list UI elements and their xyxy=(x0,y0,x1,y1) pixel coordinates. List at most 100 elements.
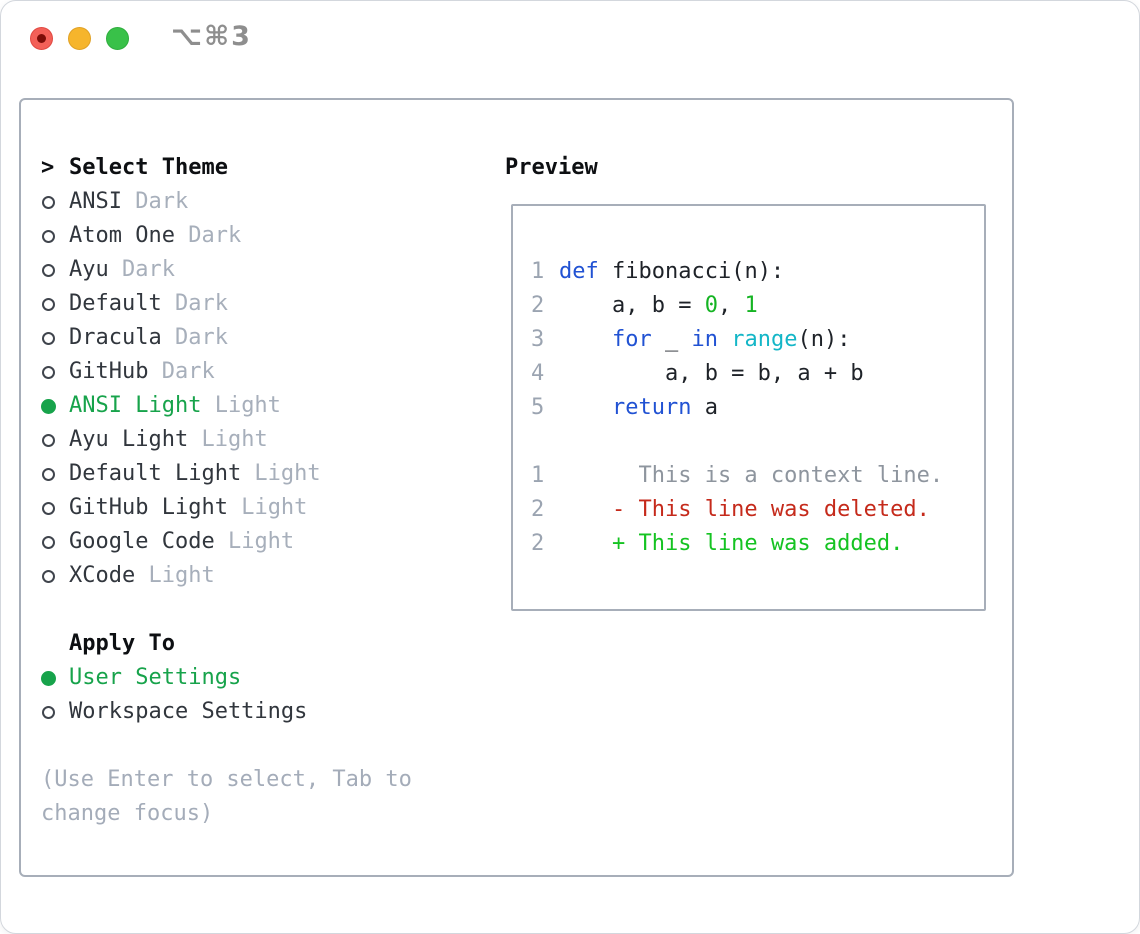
token-deleted: - This line was deleted. xyxy=(559,497,930,522)
close-button[interactable] xyxy=(30,27,53,50)
radio-icon xyxy=(42,705,55,719)
theme-variant-tag: Dark xyxy=(174,223,242,248)
theme-option-ansi[interactable]: ANSI Dark xyxy=(41,185,461,219)
radio-icon xyxy=(42,195,55,209)
code-line: 3 for _ in range(n): xyxy=(513,323,984,357)
preview-title: Preview xyxy=(505,155,598,180)
token-keyword: for xyxy=(611,327,652,352)
theme-name: Dracula xyxy=(69,325,162,350)
radio-icon xyxy=(42,297,55,311)
theme-variant-tag: Dark xyxy=(161,291,228,316)
radio-icon xyxy=(42,331,55,345)
radio-icon xyxy=(42,467,55,481)
theme-option-ansi-light[interactable]: ANSI Light Light xyxy=(41,389,461,423)
theme-name: Default xyxy=(69,291,162,316)
token-plain: _ xyxy=(651,327,692,352)
code-line: 2 - This line was deleted. xyxy=(513,493,984,527)
token-keyword: def xyxy=(559,259,599,284)
select-theme-header: > Select Theme xyxy=(41,151,461,185)
code-line: 1 This is a context line. xyxy=(513,459,984,493)
token-plain xyxy=(559,391,612,425)
theme-variant-tag: Dark xyxy=(148,359,215,384)
theme-name: Ayu xyxy=(69,257,109,282)
theme-name: ANSI xyxy=(69,189,122,214)
apply-option-label: User Settings xyxy=(69,665,242,690)
token-added: + This line was added. xyxy=(559,531,904,556)
line-number: 2 xyxy=(531,497,545,522)
code-line: 2 a, b = 0, 1 xyxy=(513,289,984,323)
token-keyword: return xyxy=(611,395,692,420)
token-number: 0 xyxy=(704,293,718,318)
theme-name: XCode xyxy=(69,563,136,588)
theme-option-google-code[interactable]: Google Code Light xyxy=(41,525,461,559)
token-builtin: range xyxy=(731,327,798,352)
zoom-button[interactable] xyxy=(106,27,129,50)
theme-variant-tag: Light xyxy=(214,529,295,554)
line-number: 3 xyxy=(531,327,545,352)
spacer xyxy=(41,593,461,627)
spacer xyxy=(41,729,461,763)
line-number: 4 xyxy=(531,361,545,386)
theme-option-default-light[interactable]: Default Light Light xyxy=(41,457,461,491)
minimize-button[interactable] xyxy=(68,27,91,50)
token-keyword: in xyxy=(691,327,718,352)
line-number: 1 xyxy=(531,463,545,488)
code-line: 5 return a xyxy=(513,391,984,425)
token-context: This is a context line. xyxy=(559,463,944,488)
theme-name: GitHub Light xyxy=(69,495,228,520)
radio-selected-icon xyxy=(41,398,56,414)
theme-option-dracula[interactable]: Dracula Dark xyxy=(41,321,461,355)
token-plain: a xyxy=(691,395,718,420)
theme-name: Default Light xyxy=(69,461,242,486)
radio-icon xyxy=(42,263,55,277)
token-plain: a, b = b, a + b xyxy=(559,361,864,386)
token-plain: (n): xyxy=(797,327,851,352)
theme-variant-tag: Light xyxy=(188,427,268,452)
apply-option-workspace-settings[interactable]: Workspace Settings xyxy=(41,695,461,729)
unsaved-dot-icon xyxy=(37,34,46,43)
token-number: 1 xyxy=(744,293,758,318)
code-line: 2 + This line was added. xyxy=(513,527,984,561)
theme-option-atom-one[interactable]: Atom One Dark xyxy=(41,219,461,253)
theme-option-default[interactable]: Default Dark xyxy=(41,287,461,321)
code-line: 4 a, b = b, a + b xyxy=(513,357,984,391)
theme-name: Atom One xyxy=(69,223,175,248)
token-plain xyxy=(559,323,612,357)
window-title: ⌥⌘3 xyxy=(171,21,252,52)
select-theme-title: Select Theme xyxy=(69,155,228,180)
line-number xyxy=(531,425,559,459)
theme-name: GitHub xyxy=(69,359,149,384)
line-number: 1 xyxy=(531,259,545,284)
line-number: 2 xyxy=(531,293,545,318)
theme-option-ayu-light[interactable]: Ayu Light Light xyxy=(41,423,461,457)
theme-variant-tag: Light xyxy=(135,563,215,588)
theme-option-ayu[interactable]: Ayu Dark xyxy=(41,253,461,287)
radio-icon xyxy=(42,501,55,515)
theme-variant-tag: Dark xyxy=(108,257,175,282)
cursor-chevron-icon: > xyxy=(41,155,55,180)
theme-variant-tag: Light xyxy=(241,461,321,486)
token-plain: fibonacci(n): xyxy=(598,259,785,284)
theme-variant-tag: Dark xyxy=(161,325,228,350)
apply-option-user-settings[interactable]: User Settings xyxy=(41,661,461,695)
radio-icon xyxy=(42,569,55,583)
theme-option-github[interactable]: GitHub Dark xyxy=(41,355,461,389)
code-line: 1 def fibonacci(n): xyxy=(513,255,984,289)
apply-to-title: Apply To xyxy=(69,631,175,656)
token-plain xyxy=(718,323,731,357)
token-plain: a, b = xyxy=(559,293,705,318)
radio-icon xyxy=(42,365,55,379)
radio-icon xyxy=(42,433,55,447)
theme-variant-tag: Light xyxy=(227,495,308,520)
radio-icon xyxy=(42,535,55,549)
theme-option-github-light[interactable]: GitHub Light Light xyxy=(41,491,461,525)
theme-name: Ayu Light xyxy=(69,427,189,452)
help-text: (Use Enter to select, Tab to change focu… xyxy=(41,767,412,826)
theme-option-xcode[interactable]: XCode Light xyxy=(41,559,461,593)
